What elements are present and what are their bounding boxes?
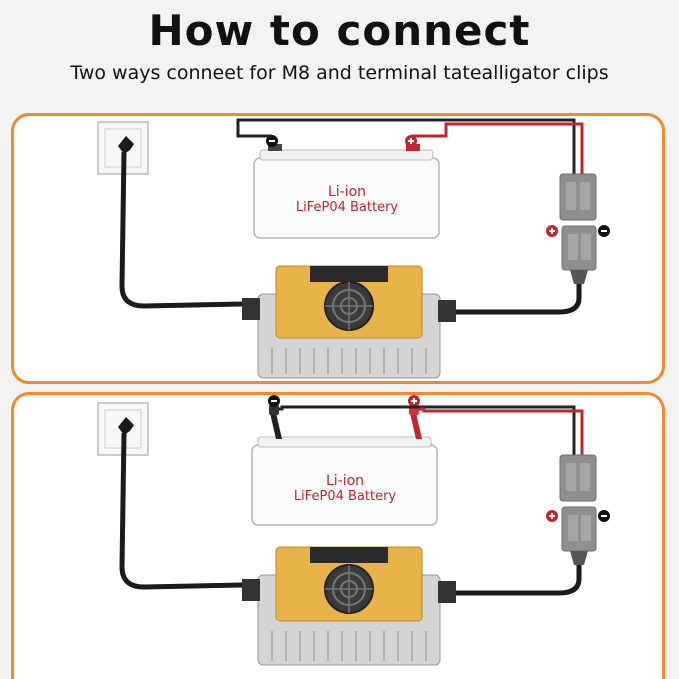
page-subtitle: Two ways conneet for M8 and terminal tat… — [70, 62, 609, 84]
diagram-panel-alligator-clips: Li-ion LiFeP04 Battery — [11, 392, 665, 679]
battery-charger-icon — [242, 546, 456, 666]
anderson-connector-icon — [559, 173, 597, 284]
diagram-panel-m8: Li-ion LiFeP04 Battery — [11, 113, 665, 384]
battery-label: Li-ion LiFeP04 Battery — [262, 184, 432, 215]
positive-battery-wire — [411, 122, 584, 176]
connector-negative-symbol — [598, 510, 610, 522]
battery-negative-symbol — [266, 135, 278, 147]
positive-battery-wire — [419, 407, 584, 457]
dc-output-cable — [444, 565, 582, 596]
battery-positive-symbol — [408, 395, 420, 407]
battery-negative-symbol — [268, 395, 280, 407]
dc-output-cable — [444, 284, 582, 315]
battery-type-line1: Li-ion — [325, 473, 365, 489]
negative-alligator-clip-icon — [269, 405, 282, 439]
page-title: How to connect — [148, 6, 531, 55]
battery-charger-icon — [242, 265, 456, 379]
battery-type-line2: LiFeP04 Battery — [293, 489, 397, 504]
connector-negative-symbol — [598, 225, 610, 237]
battery-icon — [251, 436, 438, 526]
negative-battery-wire — [279, 405, 576, 457]
anderson-connector-icon — [559, 454, 597, 565]
diagram-alligator-svg — [97, 395, 610, 666]
ac-power-cable — [119, 432, 243, 590]
negative-battery-wire — [236, 118, 576, 176]
battery-positive-symbol — [405, 135, 417, 147]
battery-type-line2: LiFeP04 Battery — [295, 200, 399, 215]
diagram-m8-svg — [97, 118, 610, 379]
ac-power-cable — [119, 151, 243, 309]
battery-icon — [253, 144, 440, 239]
battery-type-line1: Li-ion — [327, 184, 367, 200]
connector-positive-symbol — [546, 510, 558, 522]
connector-positive-symbol — [546, 225, 558, 237]
battery-label: Li-ion LiFeP04 Battery — [260, 473, 430, 504]
